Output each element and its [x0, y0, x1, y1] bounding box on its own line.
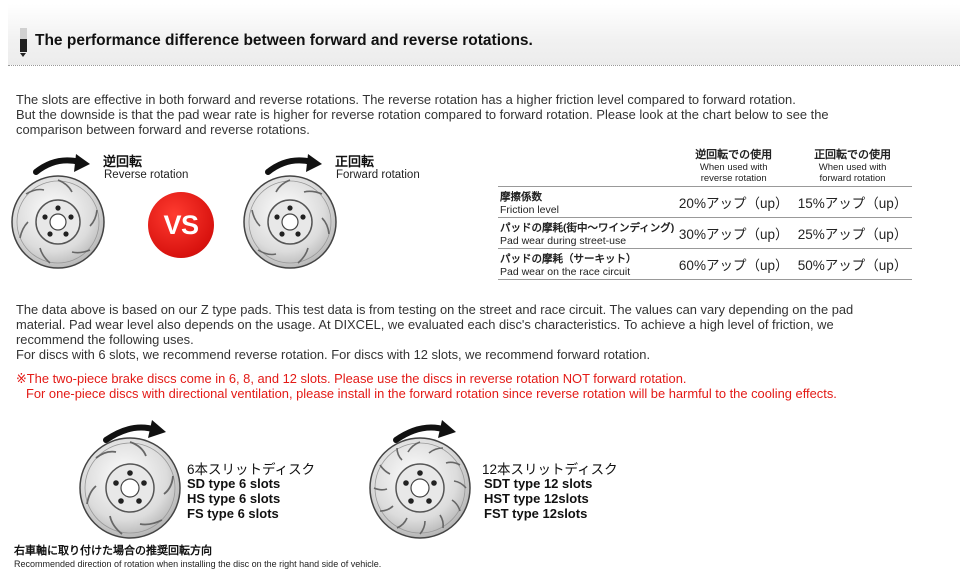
twelve-slot-jp: 12本スリットディスク	[482, 462, 618, 477]
forward-rotation-jp: 正回転	[335, 154, 375, 169]
row-label-en: Pad wear during street-use	[500, 234, 627, 247]
six-slot-item: HS type 6 slots	[187, 491, 281, 506]
six-slot-item: SD type 6 slots	[187, 476, 281, 491]
notes-line-4: For discs with 6 slots, we recommend rev…	[16, 347, 651, 362]
row-label-en: Friction level	[500, 203, 559, 216]
column-jp: 正回転での使用	[814, 149, 892, 161]
column-en-1: When used with	[699, 162, 768, 173]
reverse-rotation-jp: 逆回転	[103, 154, 143, 169]
row-label: パッドの摩耗(街中〜ワインディング) Pad wear during stree…	[498, 217, 675, 249]
section-header: The performance difference between forwa…	[8, 4, 960, 66]
reverse-value: 20%アップ（up）	[674, 186, 794, 218]
table-row: パッドの摩耗（サーキット） Pad wear on the race circu…	[498, 248, 912, 280]
comparison-table: 逆回転での使用 When used with reverse rotation …	[498, 146, 912, 280]
six-slot-jp: 6本スリットディスク	[187, 462, 316, 477]
row-label-jp: 摩擦係数	[500, 190, 542, 203]
intro-line-2: But the downside is that the pad wear ra…	[16, 107, 829, 122]
intro-line-1: The slots are effective in both forward …	[16, 92, 796, 107]
twelve-slot-item: FST type 12slots	[484, 506, 588, 521]
column-en-1: When used with	[818, 162, 887, 173]
table-header-reverse: 逆回転での使用 When used with reverse rotation	[674, 146, 794, 187]
warning-line-1: ※The two-piece brake discs come in 6, 8,…	[16, 371, 687, 386]
forward-rotation-disc-icon	[243, 154, 337, 269]
six-slot-disc-icon	[79, 420, 181, 539]
vs-badge: VS	[148, 192, 214, 258]
table-header-forward: 正回転での使用 When used with forward rotation	[793, 146, 912, 187]
twelve-slot-item: HST type 12slots	[484, 491, 589, 506]
reverse-rotation-en: Reverse rotation	[104, 169, 189, 181]
forward-value: 15%アップ（up）	[793, 186, 912, 218]
reverse-value: 60%アップ（up）	[674, 248, 794, 280]
warning-line-2: For one-piece discs with directional ven…	[26, 386, 837, 401]
six-slot-item: FS type 6 slots	[187, 506, 279, 521]
row-label-jp: パッドの摩耗（サーキット）	[500, 252, 637, 265]
twelve-slot-disc-icon	[369, 420, 471, 539]
column-en-2: forward rotation	[819, 173, 886, 184]
reverse-value: 30%アップ（up）	[674, 217, 794, 249]
row-label-en: Pad wear on the race circuit	[500, 265, 631, 278]
row-label: 摩擦係数 Friction level	[498, 186, 675, 218]
twelve-slot-item: SDT type 12 slots	[484, 476, 593, 491]
notes-line-3: recommend the following uses.	[16, 332, 194, 347]
reverse-rotation-disc-icon	[11, 154, 105, 269]
header-marker-icon	[20, 28, 27, 57]
column-en-2: reverse rotation	[700, 173, 767, 184]
row-label: パッドの摩耗（サーキット） Pad wear on the race circu…	[498, 248, 675, 280]
table-row: 摩擦係数 Friction level 20%アップ（up） 15%アップ（up…	[498, 186, 912, 218]
forward-rotation-en: Forward rotation	[336, 169, 420, 181]
footer-jp: 右車軸に取り付けた場合の推奨回転方向	[14, 545, 212, 557]
section-title: The performance difference between forwa…	[35, 32, 533, 49]
forward-value: 25%アップ（up）	[793, 217, 912, 249]
table-header-empty	[498, 146, 675, 187]
row-label-jp: パッドの摩耗(街中〜ワインディング)	[500, 221, 675, 234]
column-jp: 逆回転での使用	[695, 149, 773, 161]
table-header-row: 逆回転での使用 When used with reverse rotation …	[498, 146, 912, 187]
notes-line-2: material. Pad wear level also depends on…	[16, 317, 834, 332]
notes-line-1: The data above is based on our Z type pa…	[16, 302, 854, 317]
intro-line-3: comparison between forward and reverse r…	[16, 122, 310, 137]
table-row: パッドの摩耗(街中〜ワインディング) Pad wear during stree…	[498, 217, 912, 249]
footer-en: Recommended direction of rotation when i…	[14, 559, 382, 569]
forward-value: 50%アップ（up）	[793, 248, 912, 280]
